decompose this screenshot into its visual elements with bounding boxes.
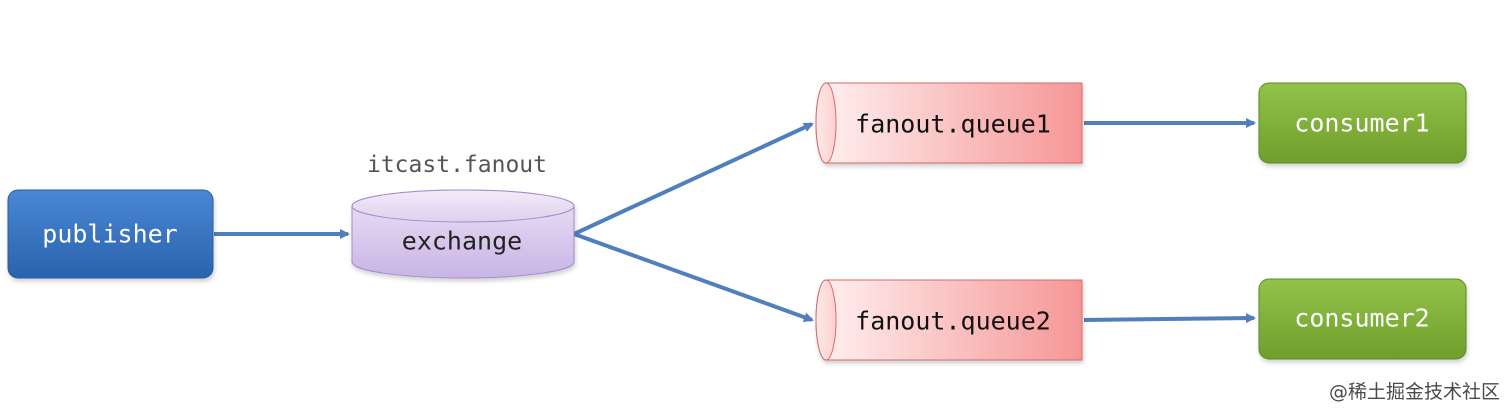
consumer2-box <box>1258 278 1467 360</box>
connectors <box>214 118 1256 324</box>
watermark-text: @稀土掘金技术社区 <box>1329 381 1500 403</box>
queue1-node: fanout.queue1 <box>815 82 1083 164</box>
queue1-label: fanout.queue1 <box>855 110 1051 139</box>
publisher-node: publisher <box>7 189 214 279</box>
queue2-node: fanout.queue2 <box>815 279 1083 361</box>
consumer1-node: consumer1 <box>1258 82 1467 164</box>
consumer1-box <box>1258 82 1467 164</box>
consumer2-label: consumer2 <box>1294 304 1429 333</box>
queue2-label: fanout.queue2 <box>855 307 1051 336</box>
publisher-label: publisher <box>42 220 177 249</box>
arrow-exchange-to-queue2 <box>573 232 814 322</box>
arrow-exchange-to-queue1 <box>573 122 814 236</box>
publisher-box <box>7 189 214 279</box>
exchange-node: itcast.fanout exchange <box>351 152 575 279</box>
exchange-label: exchange <box>402 227 522 256</box>
consumer1-label: consumer1 <box>1294 109 1429 138</box>
queue1-cylinder-cap <box>815 82 837 164</box>
consumer2-node: consumer2 <box>1258 278 1467 360</box>
queue2-cylinder-cap <box>815 279 837 361</box>
arrow-queue2-to-consumer2 <box>1083 313 1256 324</box>
exchange-cylinder-top <box>351 189 575 223</box>
exchange-name: itcast.fanout <box>367 152 547 178</box>
